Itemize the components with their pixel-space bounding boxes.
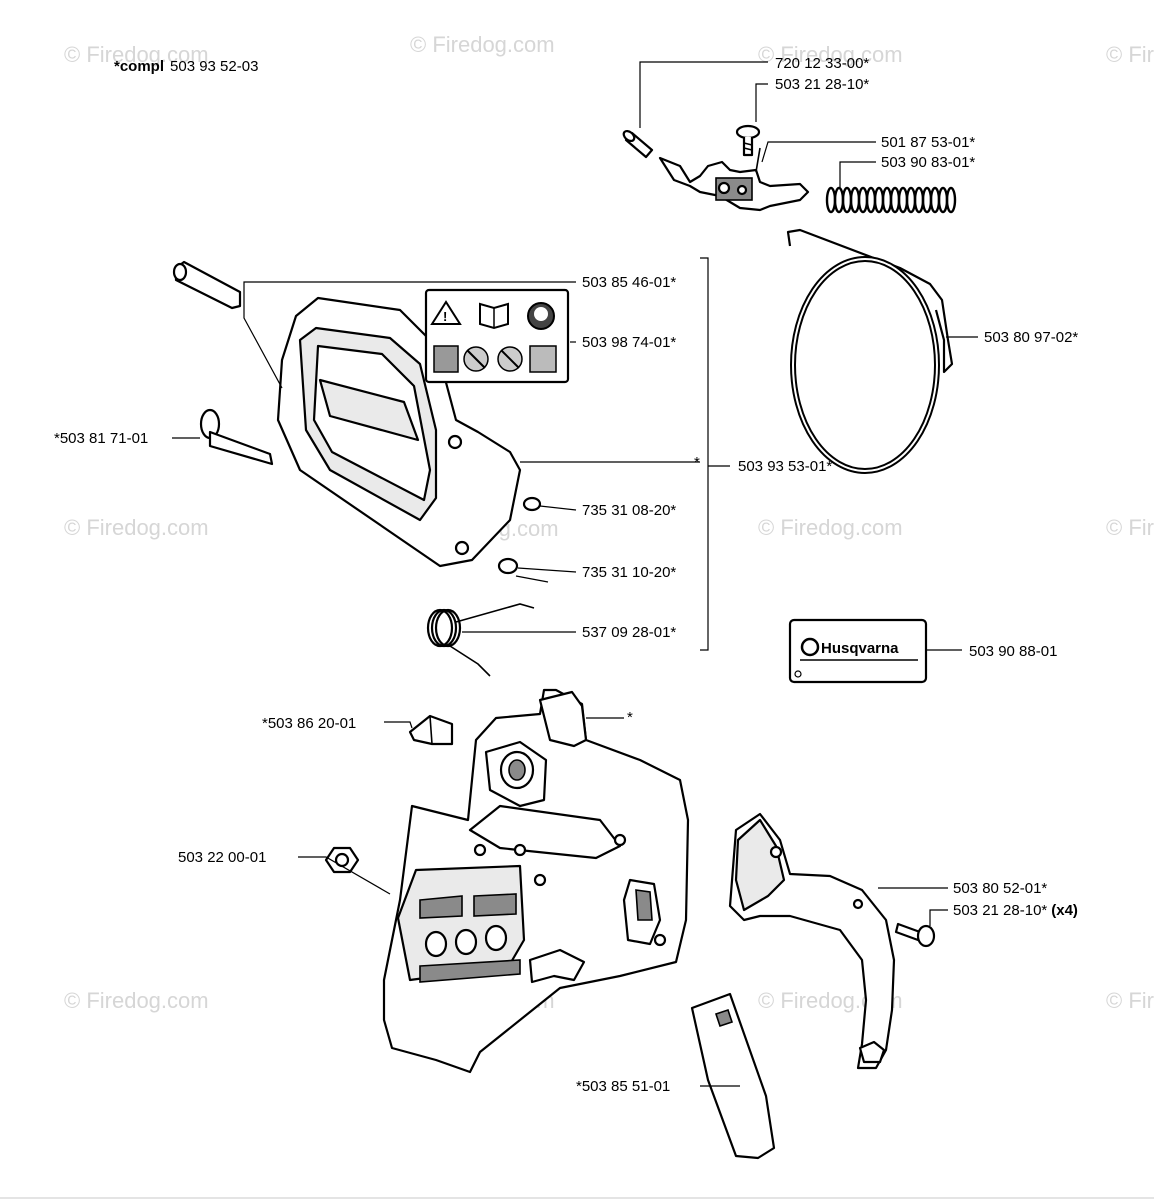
circlip-part [522, 496, 542, 512]
warning-decal-part: ! [424, 288, 570, 384]
husqvarna-decal-part: Husqvarna [788, 618, 962, 684]
pivot-pin-part [172, 260, 242, 310]
watermark: © Firedog.com [1106, 988, 1154, 1013]
clip-part [408, 714, 454, 746]
part-number-503-21-28-10: 503 21 28-10* [775, 76, 869, 93]
clutch-cover-assembly [298, 688, 948, 1160]
compl-number: 503 93 52-03 [170, 58, 258, 75]
brake-lever-assembly [622, 61, 957, 214]
pin-part [622, 129, 654, 159]
part-number-720-12-33-00: 720 12 33-00* [775, 55, 869, 72]
circlip-part [497, 557, 519, 575]
part-number-503-90-83-01: 503 90 83-01* [881, 154, 975, 171]
watermark: © Firedog.com [64, 42, 209, 67]
cover-plate-part [690, 992, 776, 1160]
part-number-735-31-08-20: 735 31 08-20* [582, 502, 676, 519]
watermark: © Firedog.com [1106, 515, 1154, 540]
part-number-503-85-46-01: 503 85 46-01* [582, 274, 676, 291]
bolt-part [199, 408, 274, 466]
part-number-503-90-88-01: 503 90 88-01 [969, 643, 1057, 660]
part-number-503-21-28-10-x4: 503 21 28-10*(x4) [953, 902, 1078, 919]
part-number-503-22-00-01: 503 22 00-01 [178, 849, 266, 866]
husqvarna-logo-text: Husqvarna [821, 640, 899, 657]
hand-guard-part [276, 296, 522, 568]
screw-part [735, 124, 761, 157]
part-number-503-80-97-02: 503 80 97-02* [984, 329, 1078, 346]
part-number-735-31-10-20: 735 31 10-20* [582, 564, 676, 581]
clutch-cover-part [382, 688, 690, 1074]
chain-guard-part [728, 812, 896, 1070]
safety-boot-icon [529, 345, 557, 373]
compl-prefix: *compl [114, 58, 164, 75]
watermark: © Firedog.com [64, 515, 209, 540]
gloves-icon [433, 345, 459, 373]
part-asterisk-label: * [694, 454, 700, 471]
exclamation-icon: ! [443, 309, 447, 324]
husqvarna-crown-icon [800, 637, 820, 657]
part-number-503-81-71-01: *503 81 71-01 [54, 430, 148, 447]
part-number-503-86-20-01: *503 86 20-01 [262, 715, 356, 732]
part-number-text: 503 21 28-10* [953, 902, 1047, 919]
quantity-text: (x4) [1051, 902, 1078, 919]
part-number-537-09-28-01: 537 09 28-01* [582, 624, 676, 641]
watermark: © Firedog.com [758, 515, 903, 540]
part-number-503-85-51-01: *503 85 51-01 [576, 1078, 670, 1095]
torsion-spring-part [426, 603, 535, 677]
nut-part [324, 846, 360, 874]
part-asterisk-label: * [627, 709, 633, 726]
part-number-503-80-52-01: 503 80 52-01* [953, 880, 1047, 897]
part-number-501-87-53-01: 501 87 53-01* [881, 134, 975, 151]
watermark: © Firedog.com [410, 32, 555, 57]
lever-part [658, 147, 810, 212]
watermark: © Firedog.com [1106, 42, 1154, 67]
screw-part [894, 922, 936, 948]
warning-triangle-icon [430, 300, 462, 325]
part-number-503-98-74-01: 503 98 74-01* [582, 334, 676, 351]
compl-label: *compl 503 93 52-03 [114, 58, 258, 75]
hand-guard-assembly: ! [172, 257, 730, 677]
watermark: © Firedog.com [64, 988, 209, 1013]
part-number-503-93-53-01: 503 93 53-01* [738, 458, 832, 475]
coil-spring-part [825, 186, 957, 214]
watermark: © Firedog.com [758, 42, 903, 67]
brake-band-part [786, 228, 978, 474]
